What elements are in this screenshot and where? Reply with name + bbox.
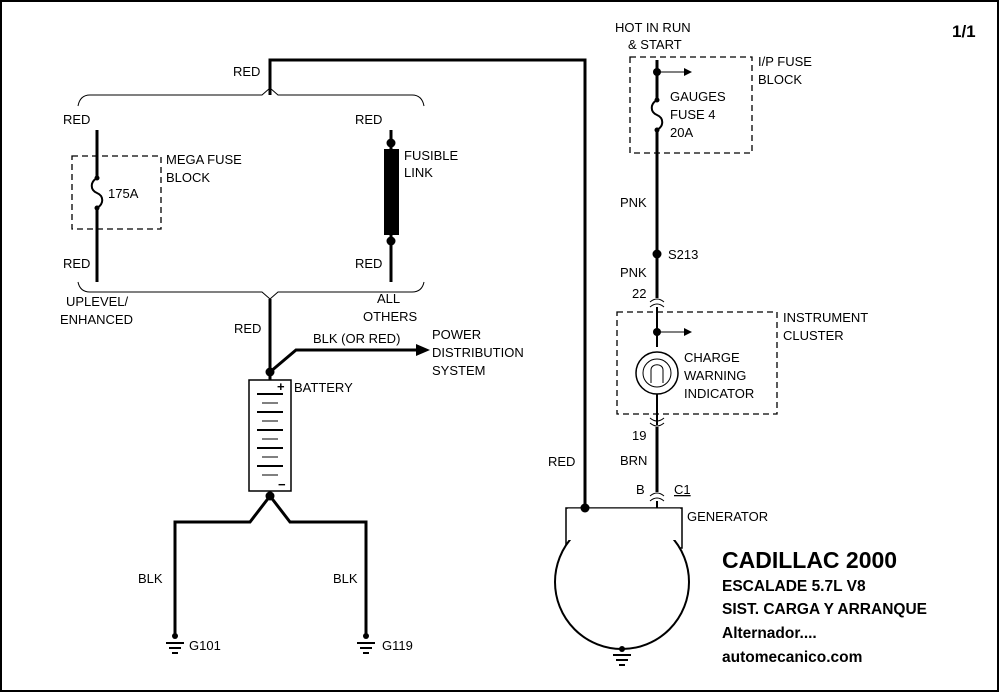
mega-fuse-rating: 175A [108,186,139,201]
connector-19-top [649,417,665,422]
ip-fuse-block-label-2: BLOCK [758,72,802,87]
charge-indicator-label-1: CHARGE [684,350,740,365]
and-start-label: & START [628,37,682,52]
wire-label-blk-right: BLK [333,571,358,586]
fusible-link-icon [384,149,399,235]
generator-label: GENERATOR [687,509,768,524]
generator-pin-b: B [636,482,645,497]
generator-housing-mask [568,508,680,540]
ground-symbol-g119 [357,633,375,654]
mega-fuse-end-bottom [94,205,100,211]
ground-dot [172,633,178,639]
power-distribution-label-1: POWER [432,327,481,342]
battery-label: BATTERY [294,380,353,395]
charge-warning-lamp [635,351,679,395]
charge-lamp-filament [650,364,664,383]
ground-dot [619,646,625,652]
wire-label-red-left-top: RED [63,112,90,127]
battery-symbol [248,379,292,492]
ip-fuse-block-box [629,56,753,154]
splice-s213-dot [652,249,662,259]
ip-fuse-bus-arrowhead [684,68,692,76]
ground-symbol-g101 [166,633,184,654]
ground-dot [363,633,369,639]
connector-c1-top [649,492,665,497]
charge-lamp-bulb [642,358,672,388]
title-line-1: CADILLAC 2000 [722,547,897,573]
gauges-fuse-label-2: FUSE 4 [670,107,716,122]
title-line-4: Alternador.... [722,625,817,642]
generator-ground-symbol [613,646,631,666]
cluster-bus-arrowhead [684,328,692,336]
connector-pin-22: 22 [632,286,646,301]
instrument-cluster-label-2: CLUSTER [783,328,844,343]
power-distribution-wire [269,348,416,374]
mega-fuse-label-1: MEGA FUSE [166,152,242,167]
mega-fuse-label-2: BLOCK [166,170,210,185]
instrument-cluster-label-1: INSTRUMENT [783,310,868,325]
connector-c1-bottom [649,497,665,502]
battery-minus-sign: − [278,477,286,492]
wire-label-red-generator: RED [548,454,575,469]
connector-19-bottom [649,422,665,427]
generator-connector-c1: C1 [674,482,691,497]
charge-indicator-label-3: INDICATOR [684,386,754,401]
connector-pin-19: 19 [632,428,646,443]
wire-label-red-right-top: RED [355,112,382,127]
wire-label-red-battery: RED [234,321,261,336]
splice-label: S213 [668,247,698,262]
ground-label-g119: G119 [382,638,413,653]
ground-wire-g119 [268,495,368,636]
fusible-link-label-1: FUSIBLE [404,148,459,163]
all-others-label-1: ALL [377,291,400,306]
wire-label-red-right-bottom: RED [355,256,382,271]
gauges-fuse-label-1: GAUGES [670,89,726,104]
gauges-fuse-icon [650,99,664,131]
red-wire-to-generator [268,58,587,508]
connector-22-top [649,298,665,303]
uplevel-label-2: ENHANCED [60,312,133,327]
charge-indicator-label-2: WARNING [684,368,746,383]
fusible-link-end-top [386,138,396,148]
fusible-link-end-bottom [386,236,396,246]
ground-label-g101: G101 [189,638,221,653]
mega-fuse-block-box [71,155,162,230]
power-distribution-label-3: SYSTEM [432,363,485,378]
title-line-2: ESCALADE 5.7L V8 [722,578,866,595]
battery-box [248,379,292,492]
hot-in-run-label: HOT IN RUN [615,20,691,35]
gauges-fuse-label-3: 20A [670,125,693,140]
battery-plus-sign: + [277,379,285,394]
page-number: 1/1 [952,22,976,41]
wire-label-red-left-bottom: RED [63,256,90,271]
connector-22-bottom [649,303,665,308]
top-option-brace [77,87,425,107]
power-distribution-arrow [416,344,430,356]
wire-label-red-top: RED [233,64,260,79]
wire-label-brn: BRN [620,453,647,468]
bottom-option-brace [77,281,425,300]
blk-or-red-label: BLK (OR RED) [313,331,400,346]
ground-wire-g101 [173,495,272,636]
mega-fuse-end-top [94,175,100,181]
mega-fuse-icon [90,177,104,209]
wire-label-pnk-1: PNK [620,195,647,210]
instrument-cluster-box [616,311,778,415]
wire-label-pnk-2: PNK [620,265,647,280]
title-line-3: SIST. CARGA Y ARRANQUE [722,601,927,618]
generator-b-plus-dot [580,503,590,513]
wire-label-blk-left: BLK [138,571,163,586]
power-distribution-label-2: DISTRIBUTION [432,345,524,360]
all-others-label-2: OTHERS [363,309,418,324]
fusible-link-label-2: LINK [404,165,433,180]
uplevel-label-1: UPLEVEL/ [66,294,129,309]
ip-fuse-block-label-1: I/P FUSE [758,54,812,69]
title-line-5: automecanico.com [722,649,862,666]
